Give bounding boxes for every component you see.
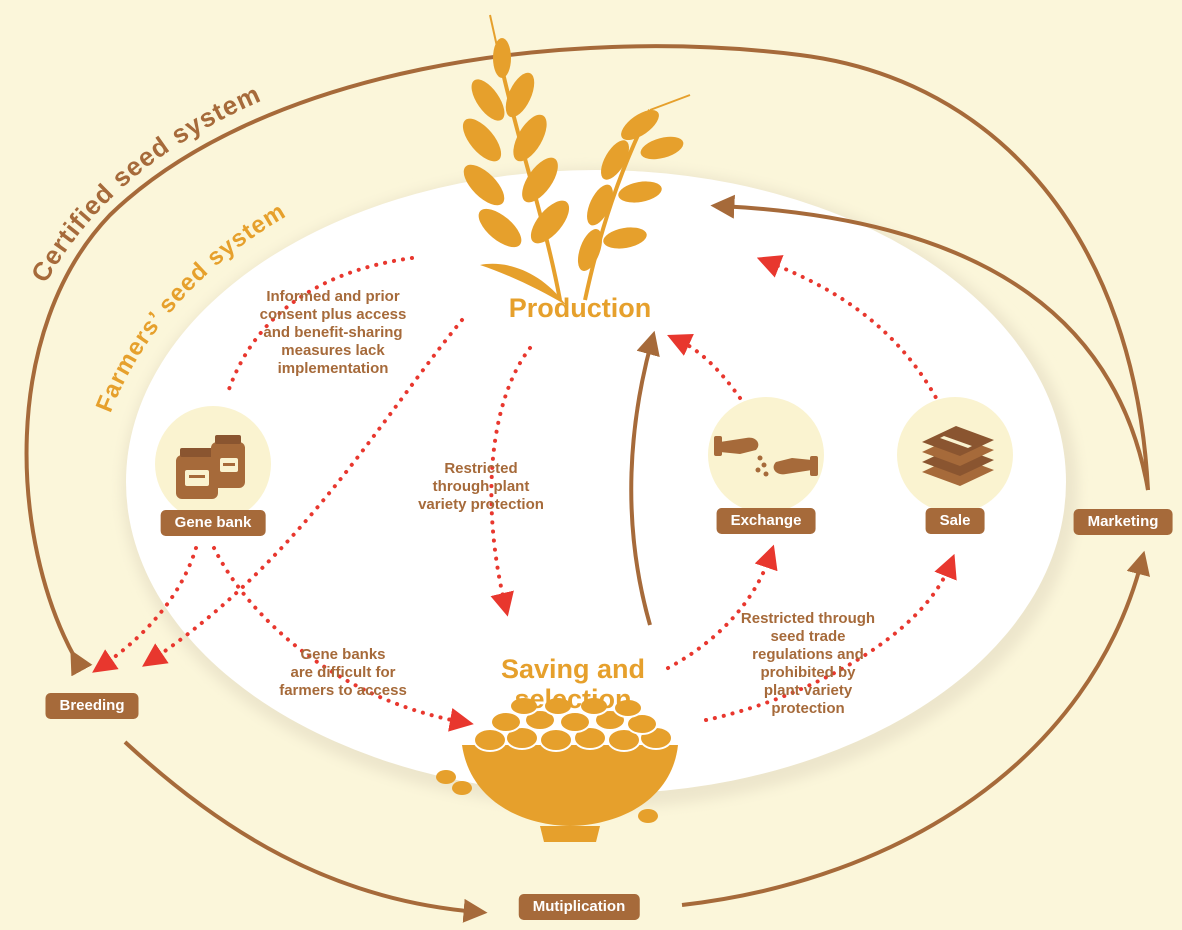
farmers-system-oval (126, 170, 1066, 794)
exchange-to-production-dotted (667, 334, 742, 400)
hands-exchange-icon (714, 436, 818, 477)
multiplication-to-marketing-arrow (681, 550, 1150, 907)
exchange-pill: Exchange (716, 508, 816, 534)
consent-note: Informed and prior consent plus access a… (244, 288, 422, 378)
genebank-access-line-3: farmers to access (279, 682, 407, 699)
breeding-to-multiplication-arrow (123, 740, 488, 923)
saving-to-sale-dotted (704, 553, 957, 722)
trade-line-1: Restricted through (740, 610, 876, 627)
genebank-to-saving-dotted (212, 546, 474, 732)
seed-jars-icon (176, 435, 245, 499)
trade-line-5: plant variety (763, 682, 853, 699)
production-to-breeding-dotted (142, 318, 464, 667)
certified-loop-arc (24, 44, 1150, 677)
trade-line-4: prohibited by (760, 664, 856, 681)
saving-to-production-arrow (629, 330, 660, 626)
pvp-line-2: through plant (432, 478, 530, 495)
seed-bowl-icon (436, 696, 678, 842)
saving-to-exchange-dotted (666, 544, 778, 670)
consent-dotted-line (226, 256, 414, 394)
production-to-saving-dotted (489, 346, 532, 617)
genebank-access-line-2: are difficult for (290, 664, 396, 681)
trade-line-3: regulations and (752, 646, 864, 663)
pvp-line-1: Restricted (444, 460, 518, 477)
exchange-circle (708, 397, 824, 513)
saving-selection-label: Saving and selection (488, 654, 658, 714)
red-dotted-arrows (92, 255, 957, 732)
sale-circle (897, 397, 1013, 513)
sale-to-production-dotted (756, 255, 942, 407)
multiplication-pill: Mutiplication (518, 894, 640, 920)
gene-bank-circle (155, 406, 271, 522)
production-label: Production (508, 293, 652, 323)
sale-pill: Sale (925, 508, 985, 534)
marketing-pill: Marketing (1073, 509, 1173, 535)
breeding-pill: Breeding (45, 693, 139, 719)
consent-line-3: and benefit-sharing (263, 324, 403, 341)
genebank-to-breeding-dotted (92, 546, 198, 673)
trade-line-6: protection (771, 700, 845, 717)
gene-bank-pill: Gene bank (160, 510, 266, 536)
saving-line-1: Saving and (500, 654, 646, 684)
consent-line-4: measures lack (281, 342, 385, 359)
trade-note: Restricted through seed trade regulation… (720, 610, 896, 718)
pvp-line-3: variety protection (418, 496, 544, 513)
saving-line-2: selection (514, 684, 632, 714)
genebank-access-line-1: Gene banks (300, 646, 386, 663)
marketing-to-production-arrow (710, 194, 1150, 491)
money-stack-icon (922, 426, 994, 486)
consent-line-5: implementation (277, 360, 389, 377)
trade-line-2: seed trade (770, 628, 846, 645)
wheat-icon (462, 14, 691, 305)
consent-line-1: Informed and prior (266, 288, 400, 305)
consent-line-2: consent plus access (259, 306, 407, 323)
pvp-note: Restricted through plant variety protect… (400, 460, 562, 514)
genebank-access-note: Gene banks are difficult for farmers to … (262, 646, 424, 700)
